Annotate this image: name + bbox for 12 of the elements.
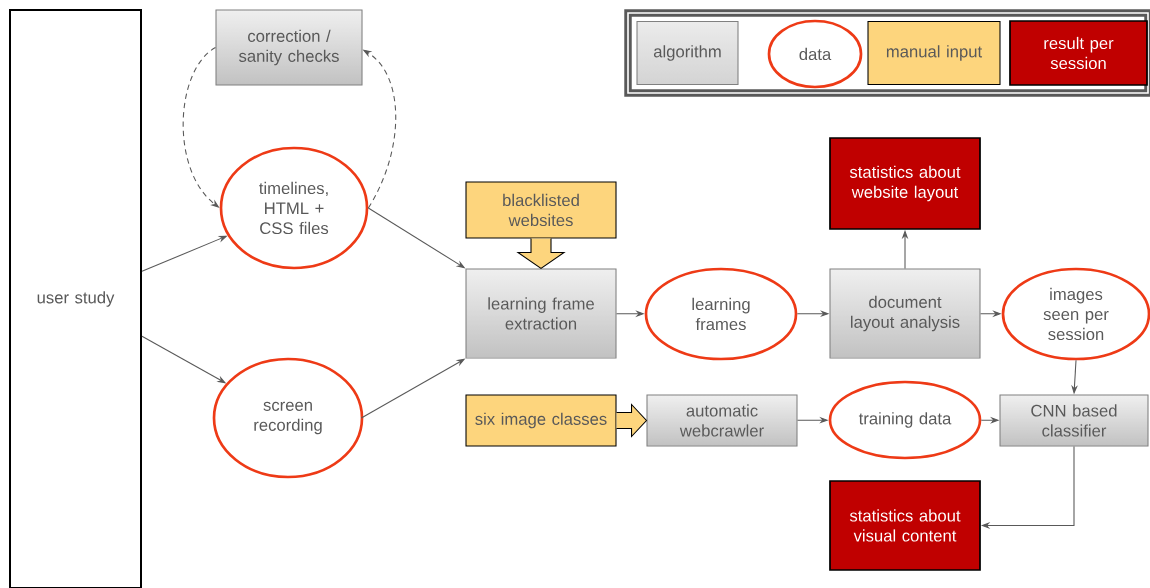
process-box: document layout analysis bbox=[829, 268, 981, 359]
input-box: six image classes bbox=[465, 394, 617, 447]
process-box: automatic webcrawler bbox=[646, 394, 798, 447]
block-arrow bbox=[616, 403, 648, 438]
process-box: CNN based classifier bbox=[999, 394, 1149, 447]
participant-box: user study bbox=[9, 9, 142, 588]
input-box: blacklisted websites bbox=[465, 181, 617, 239]
block-arrow bbox=[516, 238, 566, 270]
result-box: statistics about website layout bbox=[829, 137, 981, 230]
process-box: learning frame extraction bbox=[465, 268, 617, 359]
process-box: correction / sanity checks bbox=[215, 9, 363, 86]
result-box: statistics about visual content bbox=[829, 480, 981, 571]
